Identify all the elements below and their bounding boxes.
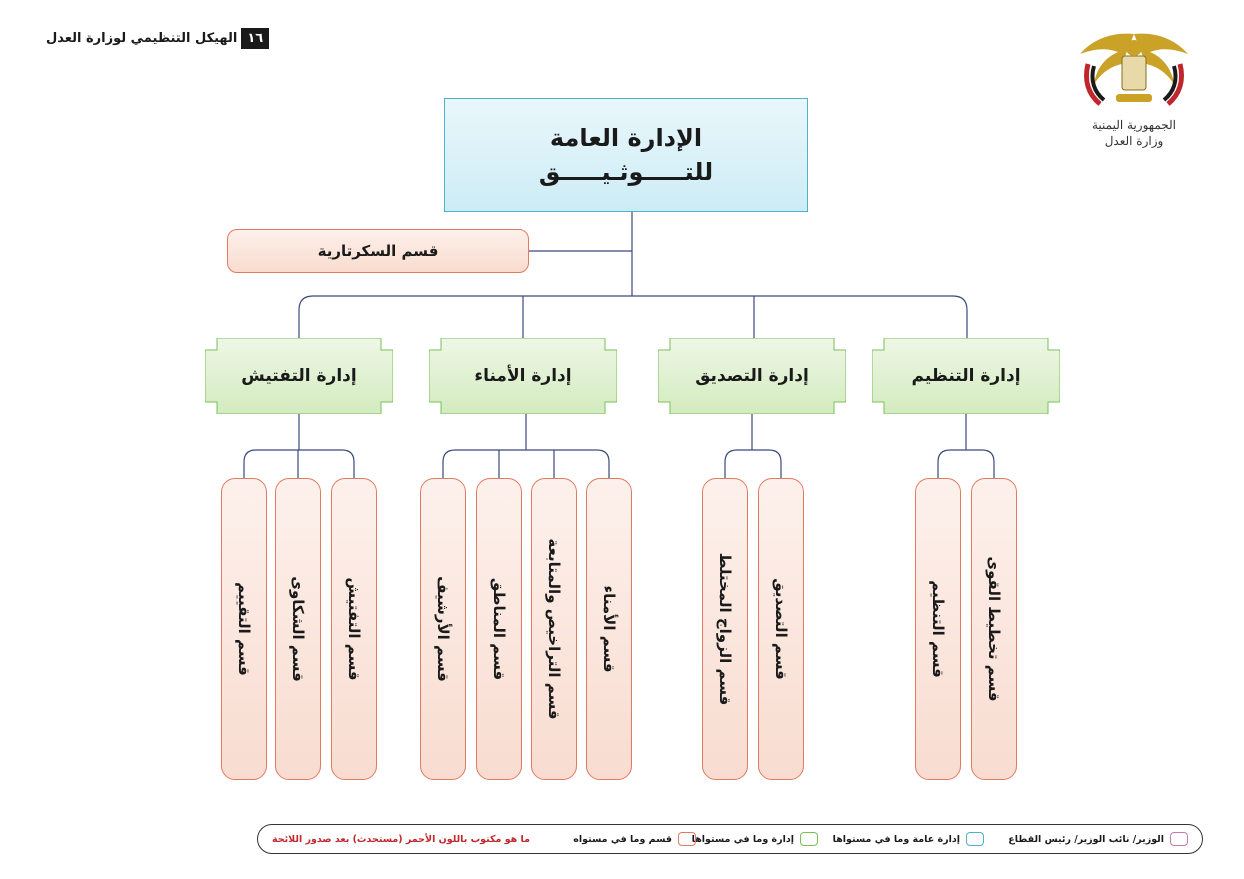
legend-item-admin: إدارة وما في مستواها	[692, 825, 818, 853]
section-box: قسم تخطيط القوى	[971, 478, 1017, 780]
legend: الوزير/ نائب الوزير/ رئيس القطاع إدارة ع…	[257, 824, 1203, 854]
section-box: قسم التقييم	[221, 478, 267, 780]
legend-item-general-admin: إدارة عامة وما في مستواها	[833, 825, 984, 853]
section-label: قسم التنظيم	[929, 580, 947, 678]
section-box: قسم الأرشيف	[420, 478, 466, 780]
section-label: قسم التفتيش	[345, 577, 363, 681]
page-title: الهيكل التنظيمي لوزارة العدل	[46, 31, 238, 46]
section-box: قسم التنظيم	[915, 478, 961, 780]
section-box: قسم المناطق	[476, 478, 522, 780]
section-label: قسم الأمناء	[600, 585, 618, 673]
department-box: إدارة التصديق	[658, 338, 846, 414]
section-box: قسم التفتيش	[331, 478, 377, 780]
department-box: إدارة الأمناء	[429, 338, 617, 414]
section-label: قسم التراخيص والمتابعة	[545, 538, 563, 720]
page-header: ١٦ الهيكل التنظيمي لوزارة العدل	[46, 28, 270, 49]
secretariat-box: قسم السكرتارية	[227, 229, 529, 273]
general-directorate-line2: للتـــــوثـيـــــق	[538, 158, 714, 186]
legend-item-section: قسم وما في مستواه	[573, 825, 696, 853]
legend-note: ما هو مكتوب باللون الأحمر (مستحدث) بعد ص…	[272, 825, 530, 853]
section-label: قسم الشكاوى	[289, 576, 307, 682]
legend-label: إدارة عامة وما في مستواها	[832, 833, 960, 845]
general-directorate-line1: الإدارة العامة	[549, 124, 703, 152]
department-label: إدارة الأمناء	[474, 366, 572, 386]
legend-swatch	[800, 832, 818, 846]
legend-swatch	[678, 832, 696, 846]
department-box: إدارة التنظيم	[872, 338, 1060, 414]
section-box: قسم الأمناء	[586, 478, 632, 780]
section-label: قسم التصديق	[772, 578, 790, 680]
department-label: إدارة التنظيم	[911, 366, 1021, 386]
secretariat-label: قسم السكرتارية	[317, 242, 439, 260]
emblem-line2: وزارة العدل	[1104, 134, 1164, 148]
section-box: قسم التصديق	[758, 478, 804, 780]
legend-swatch	[1170, 832, 1188, 846]
department-box: إدارة التفتيش	[205, 338, 393, 414]
section-label: قسم المناطق	[490, 577, 508, 681]
section-label: قسم الزواج المختلط	[716, 552, 734, 706]
emblem-line1: الجمهورية اليمنية	[1091, 118, 1176, 132]
yemen-emblem: الجمهورية اليمنية وزارة العدل	[1072, 24, 1196, 164]
legend-note-text: ما هو مكتوب باللون الأحمر (مستحدث) بعد ص…	[272, 833, 530, 845]
section-label: قسم تخطيط القوى	[985, 556, 1003, 702]
section-box: قسم التراخيص والمتابعة	[531, 478, 577, 780]
section-label: قسم التقييم	[235, 582, 253, 676]
legend-label: قسم وما في مستواه	[573, 833, 672, 845]
section-label: قسم الأرشيف	[434, 576, 452, 682]
department-label: إدارة التصديق	[695, 366, 809, 386]
eagle-emblem-icon	[1080, 33, 1188, 106]
page-number: ١٦	[241, 28, 270, 49]
section-box: قسم الشكاوى	[275, 478, 321, 780]
legend-swatch	[966, 832, 984, 846]
section-box: قسم الزواج المختلط	[702, 478, 748, 780]
legend-item-minister: الوزير/ نائب الوزير/ رئيس القطاع	[1008, 825, 1188, 853]
legend-label: إدارة وما في مستواها	[691, 833, 794, 845]
department-label: إدارة التفتيش	[241, 366, 357, 386]
general-directorate-box: الإدارة العامة للتـــــوثـيـــــق	[444, 98, 808, 212]
legend-label: الوزير/ نائب الوزير/ رئيس القطاع	[1008, 833, 1164, 845]
